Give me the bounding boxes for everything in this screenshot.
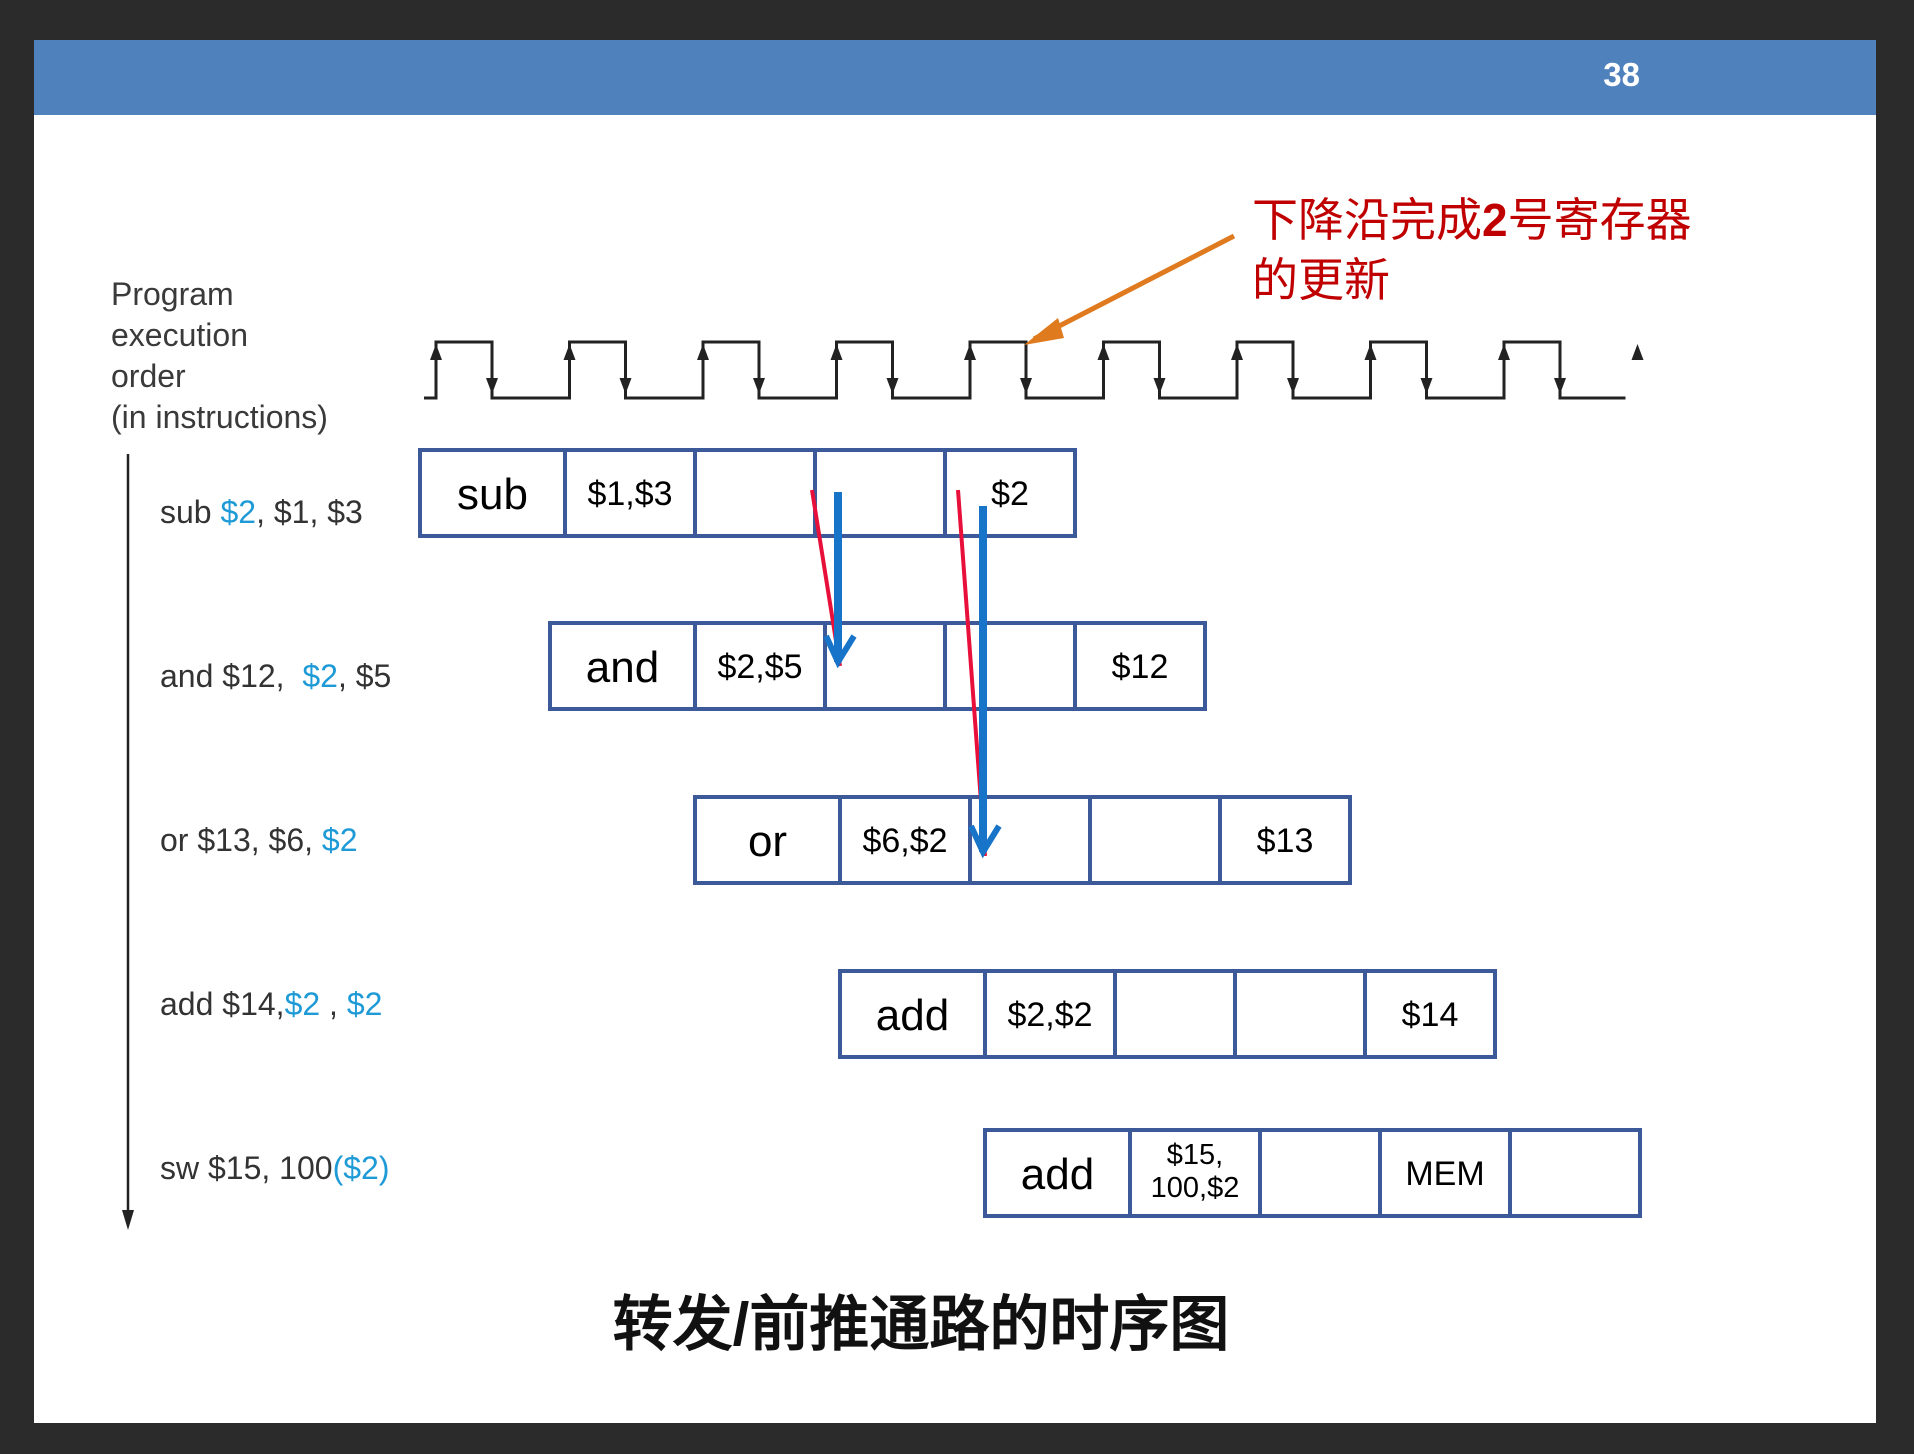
- clock-falling-edge-marker: [1420, 378, 1433, 394]
- clock-rising-edge-marker: [1631, 344, 1644, 360]
- clock-rising-edge-marker: [964, 344, 976, 360]
- clock-falling-edge-marker: [1287, 378, 1299, 394]
- pipeline-stage-cell: [563, 448, 697, 538]
- pipeline-stage-cell: [838, 969, 987, 1059]
- pipeline-stage-label: $2,$2: [1007, 996, 1092, 1034]
- annotation-text-line-1: 下降沿完成2号寄存器: [1252, 194, 1692, 246]
- pipeline-stage-label: $12: [1112, 648, 1169, 686]
- pipeline-stage-label: $6,$2: [862, 822, 947, 860]
- pipeline-stage-label: $13: [1257, 822, 1314, 860]
- forward-blue-arrowhead-2: [968, 824, 1002, 859]
- pipeline-stage-cell: [838, 795, 972, 885]
- clock-rising-edge-marker: [1364, 344, 1377, 360]
- clock-rising-edge-marker: [1097, 344, 1110, 360]
- instruction-sub: sub $2, $1, $3: [160, 494, 363, 530]
- pipeline-opcode-label: and: [586, 643, 659, 692]
- pipeline-stage-cell: [693, 795, 842, 885]
- pipeline-stage-cell: [823, 621, 947, 711]
- forward-blue-arrowhead-1: [823, 634, 857, 669]
- pipeline-stages: sub $1,$3 $2 and $2,$5 $12 or $6,$2 $13 add $2,$2 $…: [418, 448, 1642, 1218]
- pipeline-stage-cell: [693, 448, 817, 538]
- pipeline-row-1: sub $1,$3 $2: [418, 448, 1077, 538]
- clock-falling-edge-marker: [1153, 378, 1166, 394]
- clock-rising-edge-marker: [697, 344, 709, 360]
- pipeline-timing-diagram: Program execution order (in instructions…: [111, 194, 1692, 1358]
- instruction-add: add $14,$2 , $2: [160, 986, 382, 1022]
- clock-falling-edge-marker: [886, 378, 899, 394]
- pipeline-stage-cell: [1363, 969, 1497, 1059]
- axis-label-line-3: order: [111, 358, 186, 394]
- clock-rising-edge-marker: [1498, 344, 1510, 360]
- pipeline-stage-cell: [1233, 969, 1367, 1059]
- page-number: 38: [1603, 56, 1640, 93]
- axis-label-line-1: Program: [111, 276, 234, 312]
- clock-rising-edge-marker: [563, 344, 576, 360]
- pipeline-stage-cell: [1508, 1128, 1642, 1218]
- pipeline-stage-label: $1,$3: [587, 475, 672, 513]
- pipeline-stage-cell: [1128, 1128, 1262, 1218]
- pipeline-stage-cell: [1378, 1128, 1512, 1218]
- pipeline-stage-cell: [693, 621, 827, 711]
- pipeline-stage-label: $2,$5: [717, 648, 802, 686]
- instruction-sw: sw $15, 100($2): [160, 1150, 389, 1186]
- annotation-arrowhead: [1024, 318, 1064, 345]
- clock-rising-edge-marker: [430, 344, 442, 360]
- instruction-or: or $13, $6, $2: [160, 822, 357, 858]
- instruction-list: sub $2, $1, $3 and $12, $2, $5 or $13, $6,…: [160, 494, 391, 1186]
- pipeline-stage-cell: [983, 1128, 1132, 1218]
- pipeline-stage-label: 100,$2: [1151, 1172, 1240, 1204]
- clock-waveform: [424, 340, 1644, 400]
- pipeline-stage-cell: [1088, 795, 1222, 885]
- slide-header-bar: 38: [34, 40, 1876, 115]
- forwarding-arrows: [810, 489, 1002, 859]
- pipeline-stage-cell: [1073, 621, 1207, 711]
- pipeline-stage-label: $14: [1402, 996, 1459, 1034]
- pipeline-opcode-label: add: [1021, 1150, 1094, 1199]
- pipeline-stage-label: $2: [991, 475, 1029, 513]
- pipeline-stage-cell: [943, 448, 1077, 538]
- pipeline-opcode-label: or: [748, 817, 787, 866]
- pipeline-stage-cell: [943, 621, 1077, 711]
- clock-falling-edge-marker: [1020, 378, 1032, 394]
- annotation-arrow: [1032, 233, 1236, 342]
- pipeline-stage-cell: [983, 969, 1117, 1059]
- pipeline-opcode-label: sub: [457, 470, 528, 519]
- pipeline-stage-label: $15,: [1167, 1139, 1223, 1171]
- axis-label-line-4: (in instructions): [111, 399, 328, 435]
- clock-rising-edge-marker: [1231, 344, 1243, 360]
- clock-falling-edge-marker: [486, 378, 498, 394]
- clock-falling-edge-marker: [1554, 378, 1566, 394]
- execution-order-arrowhead: [122, 1210, 134, 1230]
- pipeline-row-4: add $2,$2 $14: [838, 969, 1497, 1059]
- pipeline-row-3: or $6,$2 $13: [693, 795, 1352, 885]
- pipeline-stage-cell: [1258, 1128, 1382, 1218]
- pipeline-stage-label: MEM: [1405, 1155, 1484, 1193]
- axis-label-line-2: execution: [111, 317, 248, 353]
- pipeline-row-5: add $15,100,$2 MEM: [983, 1128, 1642, 1218]
- pipeline-row-2: and $2,$5 $12: [548, 621, 1207, 711]
- clock-signal: [424, 340, 1626, 400]
- falling-edge-annotation: 下降沿完成2号寄存器 的更新: [1024, 194, 1692, 345]
- clock-falling-edge-marker: [619, 378, 632, 394]
- slide: 38 Program execution order (in instructi…: [34, 40, 1876, 1423]
- pipeline-opcode-label: add: [876, 991, 949, 1040]
- instruction-and: and $12, $2, $5: [160, 658, 391, 694]
- diagram-caption: 转发/前推通路的时序图: [613, 1291, 1230, 1358]
- pipeline-stage-cell: [1218, 795, 1352, 885]
- annotation-text-line-2: 的更新: [1252, 254, 1390, 306]
- clock-falling-edge-marker: [753, 378, 765, 394]
- pipeline-stage-cell: [418, 448, 567, 538]
- pipeline-stage-cell: [1113, 969, 1237, 1059]
- clock-rising-edge-marker: [830, 344, 843, 360]
